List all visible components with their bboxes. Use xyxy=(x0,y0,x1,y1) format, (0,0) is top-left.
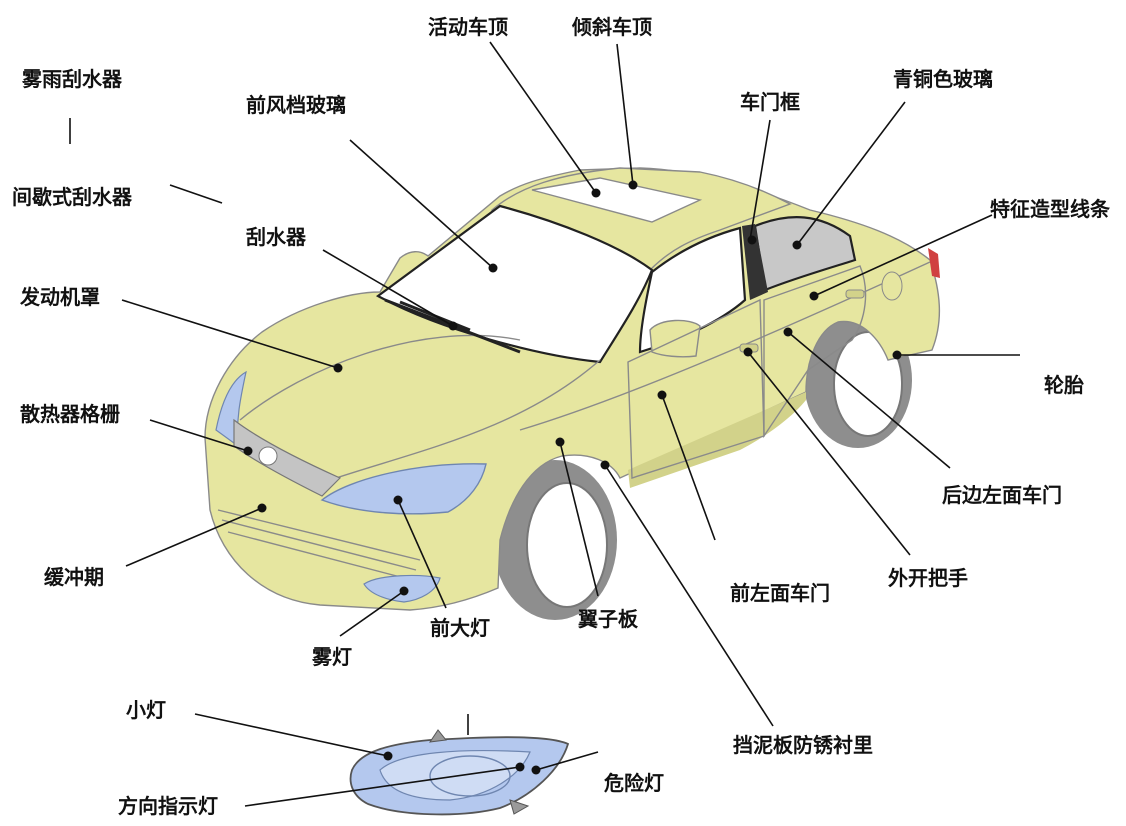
car-illustration xyxy=(204,167,941,620)
dot-bronze-glass xyxy=(792,240,802,250)
bumper-slots xyxy=(217,509,421,581)
dot-outer-handle xyxy=(743,347,753,357)
dot-hazard-light xyxy=(531,765,541,775)
leader-wiper xyxy=(322,249,454,327)
rear-side-window xyxy=(753,216,857,292)
leader-windshield xyxy=(349,139,494,269)
label-turn-signal: 方向指示灯 xyxy=(118,794,218,818)
label-wiper-rain: 雾雨刮水器 xyxy=(22,67,123,91)
leader-turn-signal xyxy=(244,766,521,807)
dot-grille xyxy=(243,446,253,456)
callout-dots xyxy=(243,180,902,775)
headlamp-mount-tab xyxy=(428,729,530,815)
b-pillar xyxy=(742,224,768,300)
dot-bumper xyxy=(257,503,267,513)
dot-fog-light xyxy=(399,586,409,596)
leader-rear-left-door xyxy=(787,331,951,469)
label-hood: 发动机罩 xyxy=(19,285,100,309)
dot-turn-signal xyxy=(515,762,525,772)
label-wiper-intermittent: 间歇式刮水器 xyxy=(12,185,133,209)
label-outer-handle: 外开把手 xyxy=(888,566,968,590)
side-mirror xyxy=(649,319,701,358)
label-front-left-door: 前左面车门 xyxy=(730,581,830,605)
rear-door-handle xyxy=(845,289,865,299)
label-grille: 散热器格栅 xyxy=(20,402,120,426)
dot-tire xyxy=(892,350,902,360)
leader-bumper xyxy=(125,507,263,567)
leader-fog-light xyxy=(339,590,405,637)
dot-splash-liner xyxy=(600,460,610,470)
leader-character-line xyxy=(813,214,993,297)
label-windshield: 前风档玻璃 xyxy=(246,93,346,117)
dot-sliding-roof xyxy=(591,188,601,198)
label-headlight: 前大灯 xyxy=(430,616,490,640)
leader-splash-liner xyxy=(604,464,774,727)
hood-edge xyxy=(329,359,601,481)
leader-front-left-door xyxy=(661,394,716,541)
leader-wiper-intermittent xyxy=(169,184,223,204)
car-lower-side xyxy=(628,392,806,488)
dot-character-line xyxy=(809,291,819,301)
dot-headlight xyxy=(393,495,403,505)
dot-wiper xyxy=(448,321,458,331)
headlamp-inner xyxy=(379,749,531,801)
label-sliding-roof: 活动车顶 xyxy=(428,15,508,39)
sunroof-glass xyxy=(531,177,703,223)
dot-tilting-roof xyxy=(628,180,638,190)
dot-rear-left-door xyxy=(783,327,793,337)
label-side-marker: 小灯 xyxy=(126,699,166,722)
front-wheel xyxy=(493,460,617,620)
leader-sliding-roof xyxy=(489,41,597,194)
label-splash-liner: 挡泥板防锈衬里 xyxy=(733,733,873,757)
dot-door-frame xyxy=(747,235,757,245)
dot-hood xyxy=(333,363,343,373)
label-hazard-light: 危险灯 xyxy=(604,771,664,795)
dot-fender xyxy=(555,437,565,447)
grille-emblem xyxy=(258,446,278,466)
label-fender: 翼子板 xyxy=(577,607,639,631)
rear-door-outline xyxy=(763,265,867,439)
label-door-frame: 车门框 xyxy=(740,90,800,114)
leader-outer-handle xyxy=(747,351,911,556)
leader-grille xyxy=(149,419,249,452)
label-character-line: 特征造型线条 xyxy=(990,197,1111,221)
leader-bronze-glass xyxy=(796,101,906,246)
headlamp-reflector xyxy=(429,755,511,797)
leader-side-marker xyxy=(194,713,389,757)
label-wiper: 刮水器 xyxy=(246,225,307,249)
radiator-grille xyxy=(233,418,342,497)
part-labels: 雾雨刮水器 间歇式刮水器 前风档玻璃 刮水器 发动机罩 散热器格栅 缓冲期 雾灯… xyxy=(12,15,1111,818)
label-bumper: 缓冲期 xyxy=(44,565,104,589)
label-rear-left-door: 后边左面车门 xyxy=(942,483,1062,507)
leader-hazard-light xyxy=(535,751,599,771)
leader-lines xyxy=(69,41,1020,807)
dot-front-left-door xyxy=(657,390,667,400)
label-fog-light: 雾灯 xyxy=(312,646,352,669)
leader-headlight xyxy=(397,499,447,609)
leader-hood xyxy=(121,299,339,369)
label-tilting-roof: 倾斜车顶 xyxy=(571,15,652,39)
leader-fender xyxy=(559,441,599,597)
leader-tilting-roof xyxy=(616,43,634,186)
leader-door-frame xyxy=(749,119,771,241)
label-bronze-glass: 青铜色玻璃 xyxy=(893,67,993,91)
tail-light xyxy=(928,248,940,278)
fuel-flap xyxy=(881,271,903,301)
dot-side-marker xyxy=(383,751,393,761)
right-headlight xyxy=(320,463,487,515)
dot-windshield xyxy=(488,263,498,273)
label-tire: 轮胎 xyxy=(1044,373,1084,397)
